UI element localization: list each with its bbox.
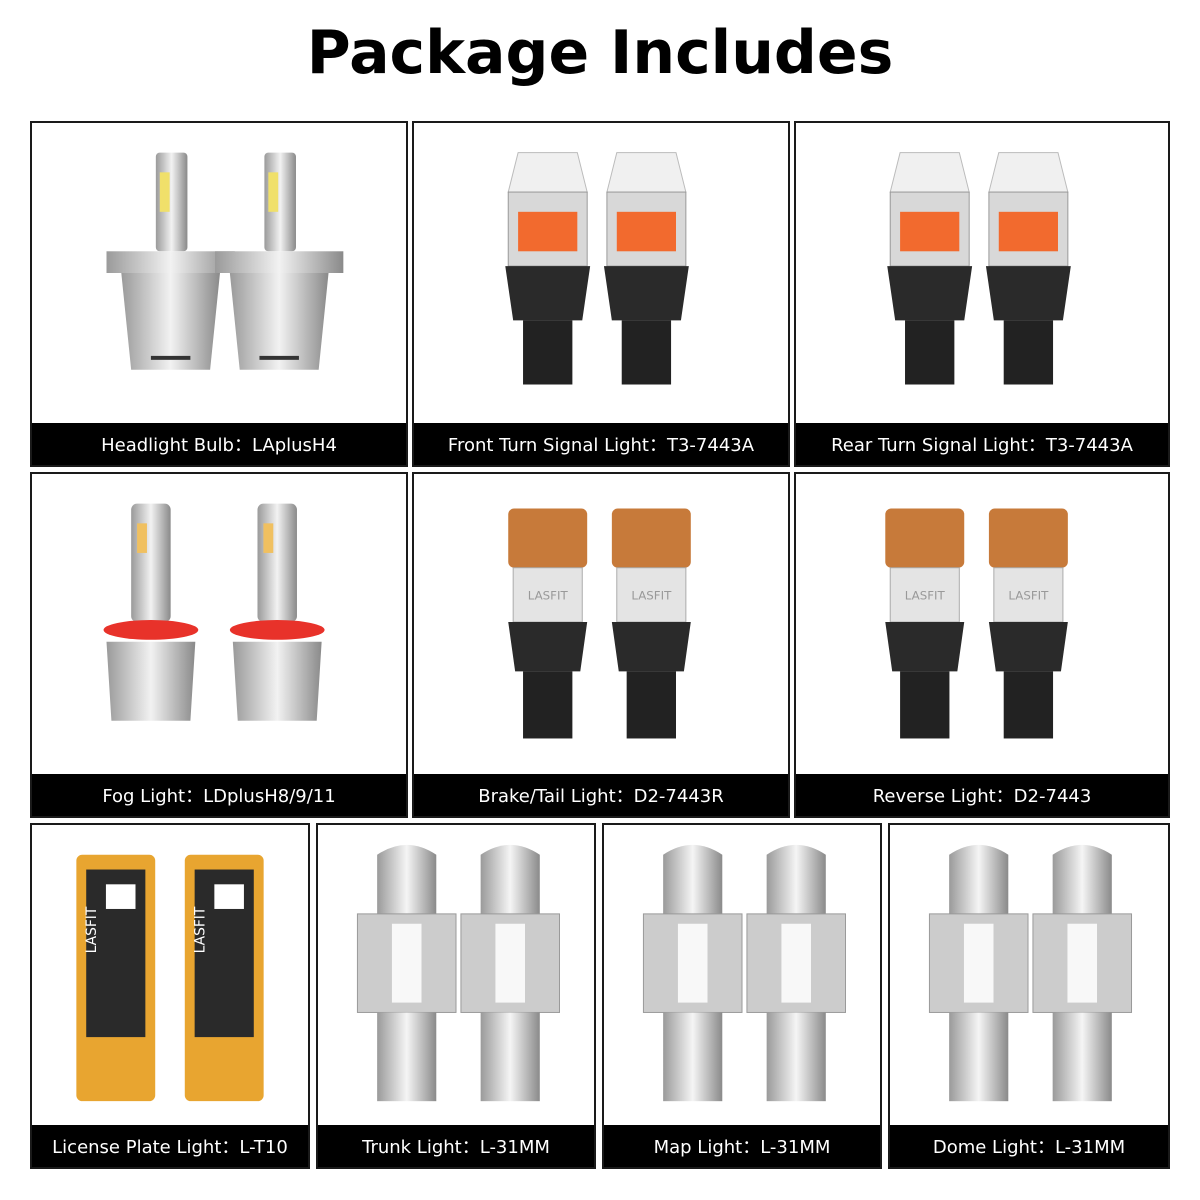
- license-plate-bulb-icon: LASFIT LASFIT: [32, 825, 308, 1125]
- product-label: Front Turn Signal Light：T3-7443A: [414, 423, 788, 465]
- product-card-brake-tail-light: LASFIT LASFIT Brake/Tail Light：D2-7443R: [412, 472, 790, 818]
- product-label: Brake/Tail Light：D2-7443R: [414, 774, 788, 816]
- product-label: Dome Light：L-31MM: [890, 1125, 1168, 1167]
- product-card-map-light: Map Light：L-31MM: [602, 823, 882, 1169]
- brake-light-bulb-icon: LASFIT LASFIT: [414, 474, 788, 774]
- page-title: Package Includes: [306, 18, 894, 88]
- reverse-light-bulb-icon: LASFIT LASFIT: [796, 474, 1168, 774]
- headlight-bulb-icon: [32, 123, 406, 423]
- festoon-bulb-icon: [604, 825, 880, 1125]
- product-card-fog-light: Fog Light：LDplusH8/9/11: [30, 472, 408, 818]
- lasfit-logo: LASFIT: [1008, 588, 1049, 602]
- product-label: Fog Light：LDplusH8/9/11: [32, 774, 406, 816]
- lasfit-logo: LASFIT: [193, 906, 209, 953]
- product-card-trunk-light: Trunk Light：L-31MM: [316, 823, 596, 1169]
- product-label: Trunk Light：L-31MM: [318, 1125, 594, 1167]
- festoon-bulb-icon: [318, 825, 594, 1125]
- product-label: Headlight Bulb：LAplusH4: [32, 423, 406, 465]
- turn-signal-bulb-icon: [796, 123, 1168, 423]
- product-card-dome-light: Dome Light：L-31MM: [888, 823, 1170, 1169]
- fog-light-bulb-icon: [32, 474, 406, 774]
- product-label: License Plate Light：L-T10: [32, 1125, 308, 1167]
- product-card-headlight: Headlight Bulb：LAplusH4: [30, 121, 408, 467]
- turn-signal-bulb-icon: [414, 123, 788, 423]
- product-card-reverse-light: LASFIT LASFIT Reverse Light：D2-7443: [794, 472, 1170, 818]
- product-card-license-plate-light: LASFIT LASFIT License Plate Light：L-T10: [30, 823, 310, 1169]
- product-card-front-turn-signal: Front Turn Signal Light：T3-7443A: [412, 121, 790, 467]
- lasfit-logo: LASFIT: [528, 588, 569, 602]
- festoon-bulb-icon: [890, 825, 1168, 1125]
- product-label: Rear Turn Signal Light：T3-7443A: [796, 423, 1168, 465]
- lasfit-logo: LASFIT: [905, 588, 946, 602]
- product-label: Map Light：L-31MM: [604, 1125, 880, 1167]
- product-label: Reverse Light：D2-7443: [796, 774, 1168, 816]
- lasfit-logo: LASFIT: [631, 588, 672, 602]
- product-card-rear-turn-signal: Rear Turn Signal Light：T3-7443A: [794, 121, 1170, 467]
- lasfit-logo: LASFIT: [84, 906, 100, 953]
